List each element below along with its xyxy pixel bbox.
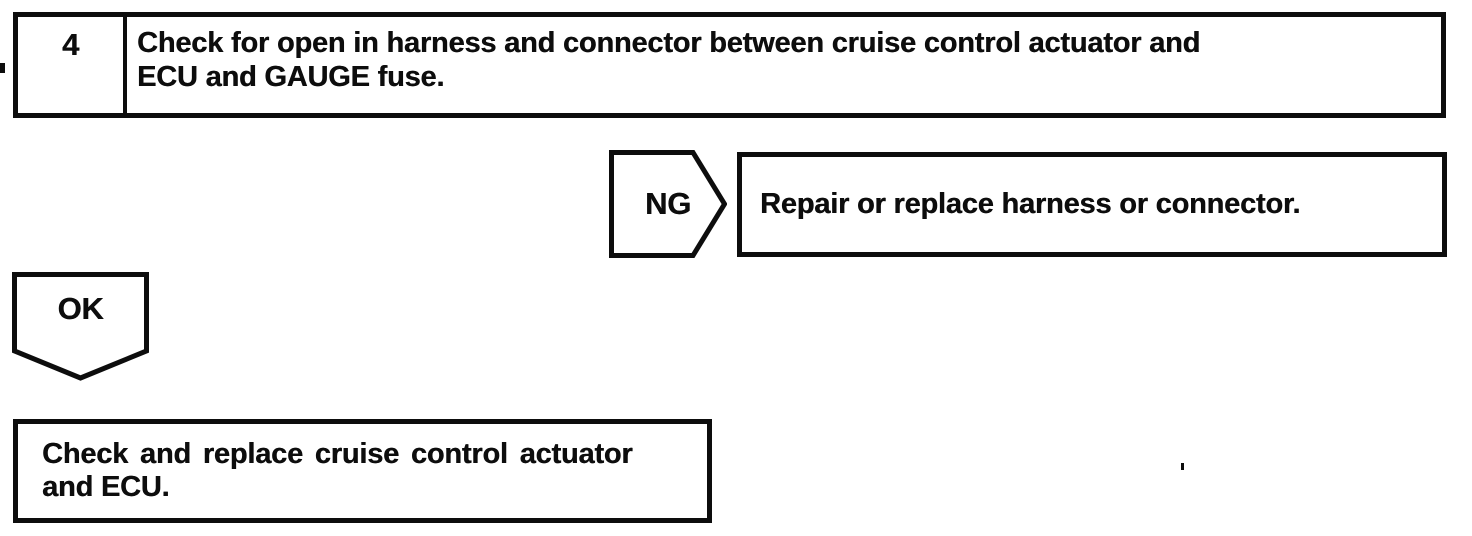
scan-edge-tick (0, 63, 5, 73)
result-box: Check and replace cruise control actuato… (13, 419, 712, 523)
ng-action-box: Repair or replace harness or connector. (737, 152, 1447, 257)
step-instruction-line-2: ECU and GAUGE fuse. (137, 61, 445, 93)
ng-pentagon-outline (609, 150, 727, 258)
ng-connector: NG (609, 150, 727, 258)
ok-label: OK (57, 291, 104, 326)
step-instruction: Check for open in harness and connector … (127, 17, 1441, 113)
ok-pentagon-outline (12, 272, 149, 381)
step-box: 4 Check for open in harness and connecto… (13, 12, 1446, 118)
step-instruction-line-1: Check for open in harness and connector … (137, 27, 1201, 59)
ng-action-text: Repair or replace harness or connector. (760, 188, 1301, 220)
ok-pentagon-icon (12, 272, 149, 381)
result-line-2: and ECU. (42, 471, 170, 503)
step-number: 4 (18, 17, 127, 113)
ng-label: NG (644, 186, 692, 221)
result-line-1: Check and replace cruise control actuato… (42, 438, 633, 470)
ok-connector: OK (12, 272, 149, 381)
ng-pentagon-icon (609, 150, 727, 258)
scan-speck (1181, 463, 1184, 470)
